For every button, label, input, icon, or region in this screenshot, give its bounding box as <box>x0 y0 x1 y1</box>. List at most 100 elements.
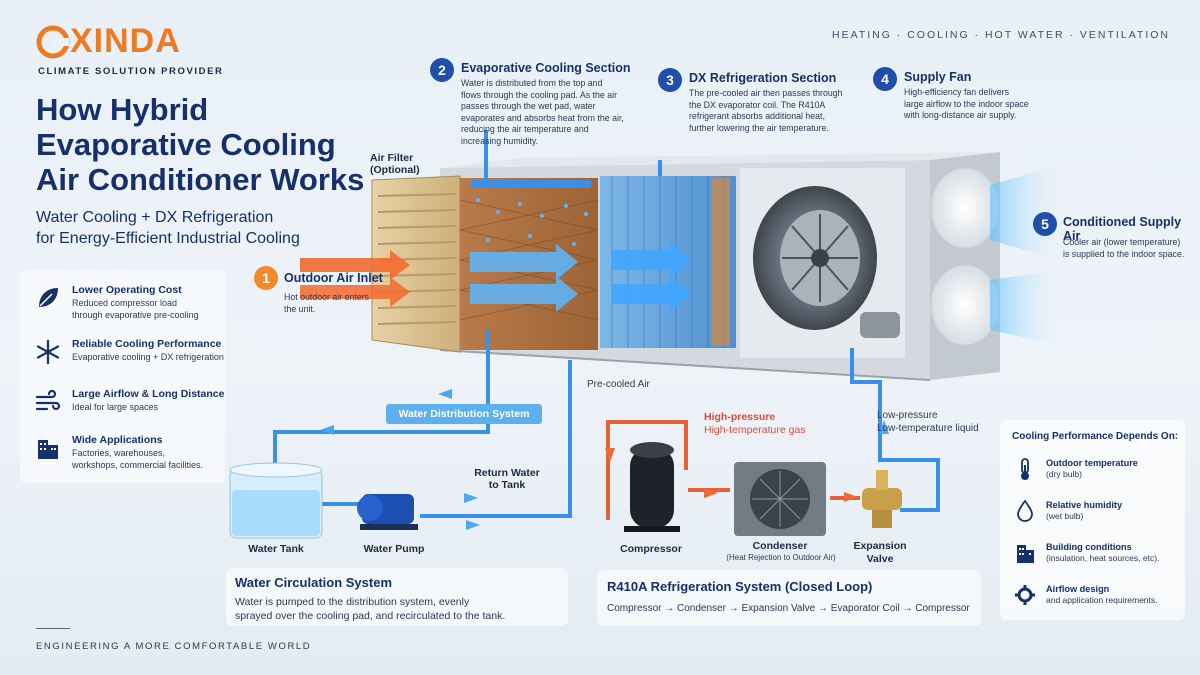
brand-logo: XINDA <box>36 22 181 61</box>
label-line: Low-pressure <box>877 410 938 421</box>
brand-mark-icon <box>36 25 70 58</box>
refrig-box-text: Compressor → Condenser → Expansion Valve… <box>607 603 970 614</box>
step-2-desc: Water is distributed from the top and fl… <box>461 78 624 147</box>
performance-main: Building conditions <box>1046 542 1132 552</box>
feature-desc: Evaporative cooling + DX refrigeration <box>72 352 224 362</box>
step-desc-line: The pre-cooled air then passes through <box>689 88 843 98</box>
snowflake-icon <box>36 339 60 365</box>
performance-sub: (wet bulb) <box>1046 511 1084 521</box>
performance-item: Building conditions (insulation, heat so… <box>1014 541 1159 565</box>
step-4-desc: High-efficiency fan delivers large airfl… <box>904 87 1029 122</box>
step-desc-line: flows through the cooling pad. As the ai… <box>461 89 617 100</box>
label-line: Return Water <box>474 467 540 479</box>
step-5-number: 5 <box>1033 212 1057 236</box>
compressor-label: Compressor <box>620 543 682 555</box>
refrig-box-title: R410A Refrigeration System (Closed Loop) <box>607 579 873 594</box>
step-4-number: 4 <box>873 67 897 91</box>
brand-name: XINDA <box>70 22 181 60</box>
title-line: How Hybrid <box>36 92 209 127</box>
subtitle-line: for Energy-Efficient Industrial Cooling <box>36 230 300 247</box>
expansion-valve <box>862 470 902 528</box>
label-line: (Optional) <box>370 164 420 176</box>
step-desc-line: Hot outdoor air enters <box>284 292 370 302</box>
pre-cooled-air-label: Pre-cooled Air <box>587 379 650 390</box>
step-desc-line: with long-distance air supply. <box>904 110 1017 120</box>
step-desc-line: the unit. <box>284 303 316 314</box>
feature-item: Reliable Cooling Performance Evaporative… <box>34 338 224 366</box>
supply-outlets <box>930 165 1060 346</box>
leaf-icon <box>39 288 58 307</box>
title-line: Air Conditioner Works <box>36 162 365 197</box>
step-5-desc: Cooler air (lower temperature) is suppli… <box>1063 237 1184 260</box>
performance-item: Outdoor temperature (dry bulb) <box>1014 457 1138 481</box>
label-line: Low-temperature liquid <box>877 423 979 434</box>
footer-divider <box>36 628 70 629</box>
refrigeration-system-box: R410A Refrigeration System (Closed Loop)… <box>597 570 981 626</box>
feature-item: Lower Operating Cost Reduced compressor … <box>34 284 199 321</box>
subtitle-line: Water Cooling + DX Refrigeration <box>36 209 274 226</box>
performance-item: Airflow design and application requireme… <box>1014 583 1158 607</box>
step-2-title: Evaporative Cooling Section <box>461 61 631 75</box>
water-box-title: Water Circulation System <box>235 575 393 590</box>
box-text-line: sprayed over the cooling pad, and recirc… <box>235 610 506 622</box>
feature-item: Wide Applications Factories, warehouses,… <box>34 434 203 471</box>
feature-title: Reliable Cooling Performance <box>72 338 222 350</box>
feature-item: Large Airflow & Long Distance Ideal for … <box>34 388 224 416</box>
water-pump-label: Water Pump <box>363 543 425 555</box>
performance-main: Relative humidity <box>1046 500 1123 510</box>
step-4-title: Supply Fan <box>904 70 972 84</box>
feature-desc: workshops, commercial facilities. <box>72 460 204 470</box>
building-icon <box>1017 545 1034 563</box>
step-3-desc: The pre-cooled air then passes through t… <box>689 88 843 134</box>
air-filter <box>371 175 461 353</box>
step-desc-line: reducing the air temperature and <box>461 124 589 134</box>
label-line: Air Filter <box>370 152 414 164</box>
label-line: to Tank <box>488 479 526 491</box>
brand-tagline: CLIMATE SOLUTION PROVIDER <box>38 66 224 77</box>
step-3-number: 3 <box>658 68 682 92</box>
label-line: High-temperature gas <box>704 424 806 436</box>
feature-desc: through evaporative pre-cooling <box>72 310 199 320</box>
high-pressure-label: High-pressure High-temperature gas <box>704 411 806 437</box>
water-circulation-box: Water Circulation System Water is pumped… <box>226 568 568 626</box>
step-3-title: DX Refrigeration Section <box>689 71 837 85</box>
step-desc-line: passes through the wet pad, water <box>461 101 596 111</box>
step-5-title: Conditioned Supply Air <box>1063 215 1182 243</box>
label-line: Expansion <box>853 540 907 552</box>
feature-title: Lower Operating Cost <box>72 284 182 296</box>
water-tank-label: Water Tank <box>248 543 304 555</box>
feature-desc: Factories, warehouses, <box>72 448 166 458</box>
small-flow-arrows <box>320 389 889 530</box>
step-desc-line: refrigerant absorbs additional heat, <box>689 111 825 121</box>
page-title: How Hybrid Evaporative Cooling Air Condi… <box>36 92 376 197</box>
label-line: High-pressure <box>704 411 776 423</box>
title-line: Evaporative Cooling <box>36 127 336 162</box>
step-desc-line: evaporates and absorbs heat from the air… <box>461 112 624 123</box>
return-water-label: Return Water to Tank <box>462 467 552 491</box>
hot-flow-arrows <box>605 448 858 502</box>
building-icon <box>38 440 58 459</box>
wind-icon <box>35 389 61 411</box>
top-nav: HEATING · COOLING · HOT WATER · VENTILAT… <box>831 29 1170 41</box>
compressor <box>624 442 680 532</box>
water-drop-icon <box>1017 499 1033 522</box>
distribution-pipe <box>470 130 592 188</box>
feature-title: Wide Applications <box>72 434 163 446</box>
expansion-valve-label: Expansion Valve <box>840 540 920 566</box>
step-desc-line: large airflow to the indoor space <box>904 98 1029 109</box>
box-text-line: Water is pumped to the distribution syst… <box>235 596 470 608</box>
step-desc-line: further lowering the air temperature. <box>689 122 829 133</box>
step-desc-line: High-efficiency fan delivers <box>904 87 1009 97</box>
performance-panel: Cooling Performance Depends On: Outdoor … <box>1000 420 1185 620</box>
label-line: Valve <box>866 553 894 565</box>
performance-sub: and application requirements. <box>1046 595 1158 605</box>
performance-sub: (insulation, heat sources, etc). <box>1046 553 1160 563</box>
condenser <box>734 462 826 536</box>
supply-fan <box>740 168 905 358</box>
step-desc-line: the DX evaporator coil. The R410A <box>689 99 826 110</box>
condenser-label: Condenser <box>752 540 808 552</box>
feature-list: Lower Operating Cost Reduced compressor … <box>20 270 225 483</box>
performance-main: Airflow design <box>1046 584 1110 594</box>
step-2-number: 2 <box>430 58 454 82</box>
